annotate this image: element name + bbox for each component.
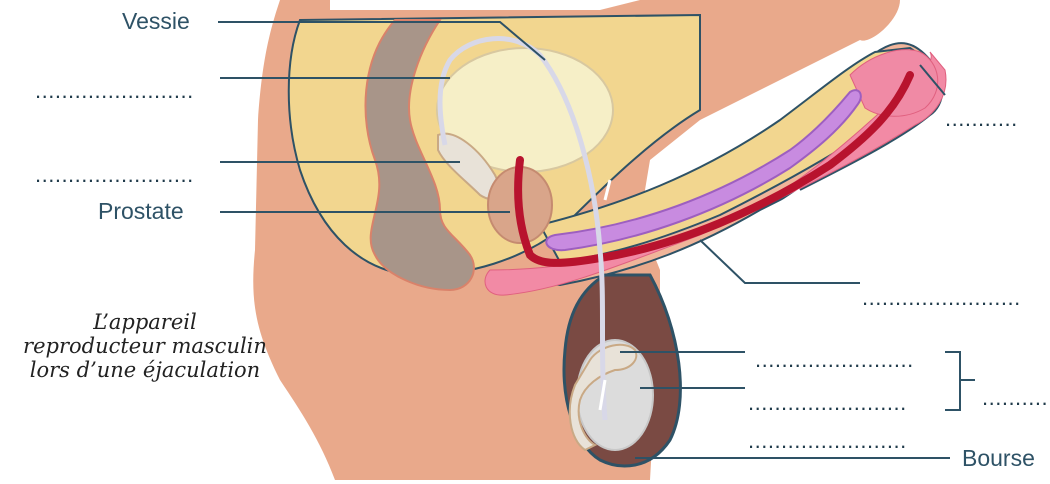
caption-line-3: lors d’une éjaculation bbox=[0, 358, 290, 382]
blank-label-2: ........................ bbox=[35, 164, 194, 186]
blank-label-8: ........................ bbox=[748, 430, 907, 452]
blank-label-5: ........................ bbox=[755, 349, 914, 371]
caption-line-2: reproducteur masculin bbox=[0, 334, 290, 358]
blank-label-6: ........................ bbox=[748, 392, 907, 414]
caption: L’appareil reproducteur masculin lors d’… bbox=[0, 310, 290, 382]
leader-penis bbox=[700, 240, 860, 283]
blank-label-7: ........... bbox=[982, 387, 1050, 409]
label-prostate: Prostate bbox=[98, 198, 184, 225]
label-bourses: Bourse bbox=[962, 445, 1035, 472]
blank-label-1: ........................ bbox=[35, 80, 194, 102]
bracket bbox=[945, 352, 975, 410]
blank-label-4: ........................ bbox=[862, 287, 1021, 309]
caption-line-1: L’appareil bbox=[0, 310, 290, 334]
blank-label-3: ........... bbox=[945, 108, 1018, 130]
label-vessie: Vessie bbox=[122, 8, 190, 35]
